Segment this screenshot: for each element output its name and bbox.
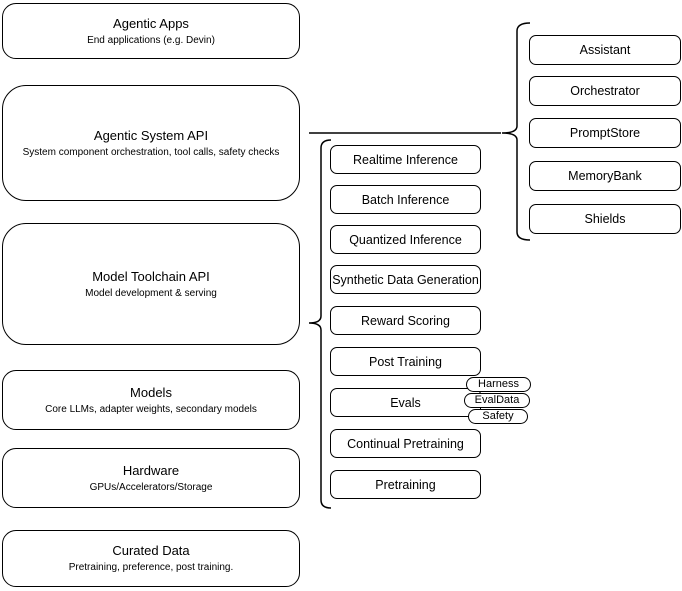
box-subtitle: GPUs/Accelerators/Storage: [89, 481, 213, 493]
box-title: Model Toolchain API: [92, 268, 210, 284]
box-hardware: Hardware GPUs/Accelerators/Storage: [2, 448, 300, 508]
box-label: Synthetic Data Generation: [332, 272, 479, 287]
box-reward-scoring: Reward Scoring: [330, 306, 481, 335]
pill-label: EvalData: [474, 394, 520, 406]
box-label: Orchestrator: [570, 84, 640, 98]
box-title: Agentic Apps: [113, 15, 189, 31]
box-label: Evals: [390, 395, 421, 410]
box-agentic-apps: Agentic Apps End applications (e.g. Devi…: [2, 3, 300, 59]
box-subtitle: Core LLMs, adapter weights, secondary mo…: [45, 403, 257, 415]
pill-evaldata: EvalData: [464, 393, 530, 408]
box-promptstore: PromptStore: [529, 118, 681, 148]
box-title: Models: [130, 384, 172, 400]
box-models: Models Core LLMs, adapter weights, secon…: [2, 370, 300, 430]
box-agentic-system-api: Agentic System API System component orch…: [2, 85, 300, 201]
box-pretraining: Pretraining: [330, 470, 481, 499]
box-label: Quantized Inference: [349, 232, 462, 247]
box-subtitle: End applications (e.g. Devin): [87, 34, 215, 46]
box-label: Assistant: [579, 43, 631, 57]
box-model-toolchain-api: Model Toolchain API Model development & …: [2, 223, 300, 345]
box-realtime-inference: Realtime Inference: [330, 145, 481, 174]
box-label: Continual Pretraining: [347, 436, 464, 451]
box-label: MemoryBank: [568, 169, 642, 183]
pill-label: Safety: [482, 410, 514, 422]
box-continual-pretraining: Continual Pretraining: [330, 429, 481, 458]
box-label: Realtime Inference: [353, 152, 458, 167]
box-assistant: Assistant: [529, 35, 681, 65]
box-title: Agentic System API: [93, 127, 209, 143]
box-title: Hardware: [122, 462, 180, 478]
box-label: Pretraining: [375, 477, 436, 492]
box-subtitle: Model development & serving: [85, 287, 217, 299]
box-title: Curated Data: [112, 543, 190, 558]
box-label: Shields: [584, 212, 626, 226]
pill-label: Harness: [478, 378, 519, 390]
box-label: Batch Inference: [361, 192, 450, 207]
box-evals: Evals: [330, 388, 481, 417]
box-curated-data: Curated Data Pretraining, preference, po…: [2, 530, 300, 587]
brace-toolchain: [308, 139, 332, 509]
box-shields: Shields: [529, 204, 681, 234]
box-label: Reward Scoring: [361, 313, 450, 328]
box-orchestrator: Orchestrator: [529, 76, 681, 106]
pill-safety: Safety: [468, 409, 528, 424]
box-memorybank: MemoryBank: [529, 161, 681, 191]
brace-system-components: [501, 22, 531, 241]
box-quantized-inference: Quantized Inference: [330, 225, 481, 254]
box-label: PromptStore: [569, 126, 641, 140]
box-subtitle: System component orchestration, tool cal…: [22, 146, 280, 158]
pill-harness: Harness: [466, 377, 531, 392]
box-label: Post Training: [369, 354, 442, 369]
box-synthetic-data-generation: Synthetic Data Generation: [330, 265, 481, 294]
box-post-training: Post Training: [330, 347, 481, 376]
box-subtitle: Pretraining, preference, post training.: [68, 562, 234, 573]
box-batch-inference: Batch Inference: [330, 185, 481, 214]
